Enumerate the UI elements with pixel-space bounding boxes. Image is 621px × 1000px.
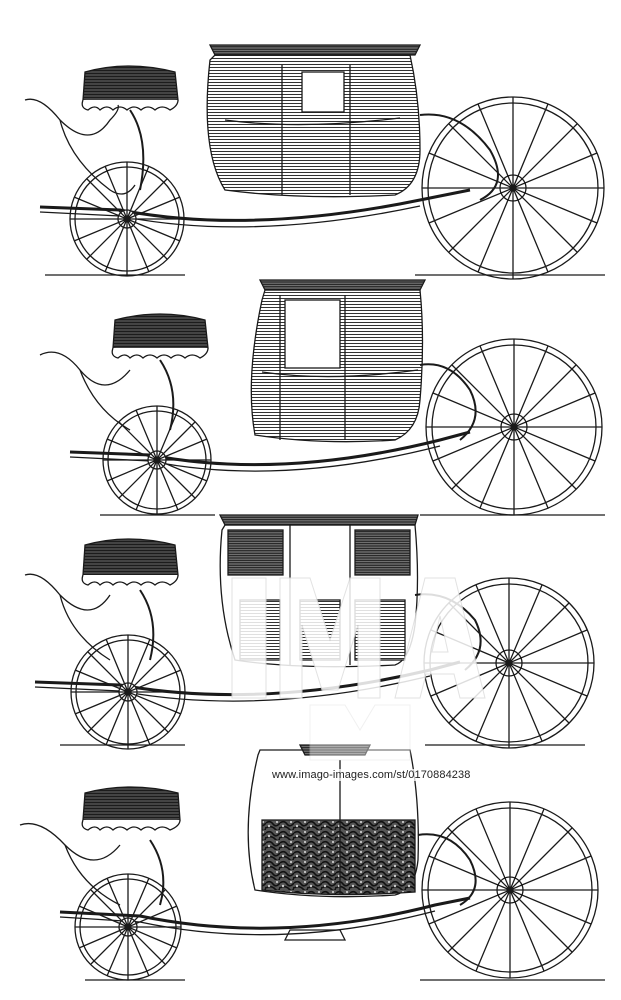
carriage-1 (24, 44, 605, 280)
carriage-1-front-wheel (69, 161, 185, 277)
carriage-4 (19, 744, 605, 981)
carriage-2-rear-wheel (425, 338, 603, 516)
watermark-logo (231, 577, 486, 761)
carriage-2-front-wheel (102, 405, 212, 515)
carriage-4-front-wheel (74, 873, 182, 981)
carriage-3-front-wheel (70, 634, 186, 750)
carriage-1-rear-wheel (421, 96, 605, 280)
carriage-2 (39, 279, 605, 516)
carriage-4-rear-wheel (421, 801, 599, 979)
watermark-url: www.imago-images.com/st/0170884238 (270, 769, 473, 781)
